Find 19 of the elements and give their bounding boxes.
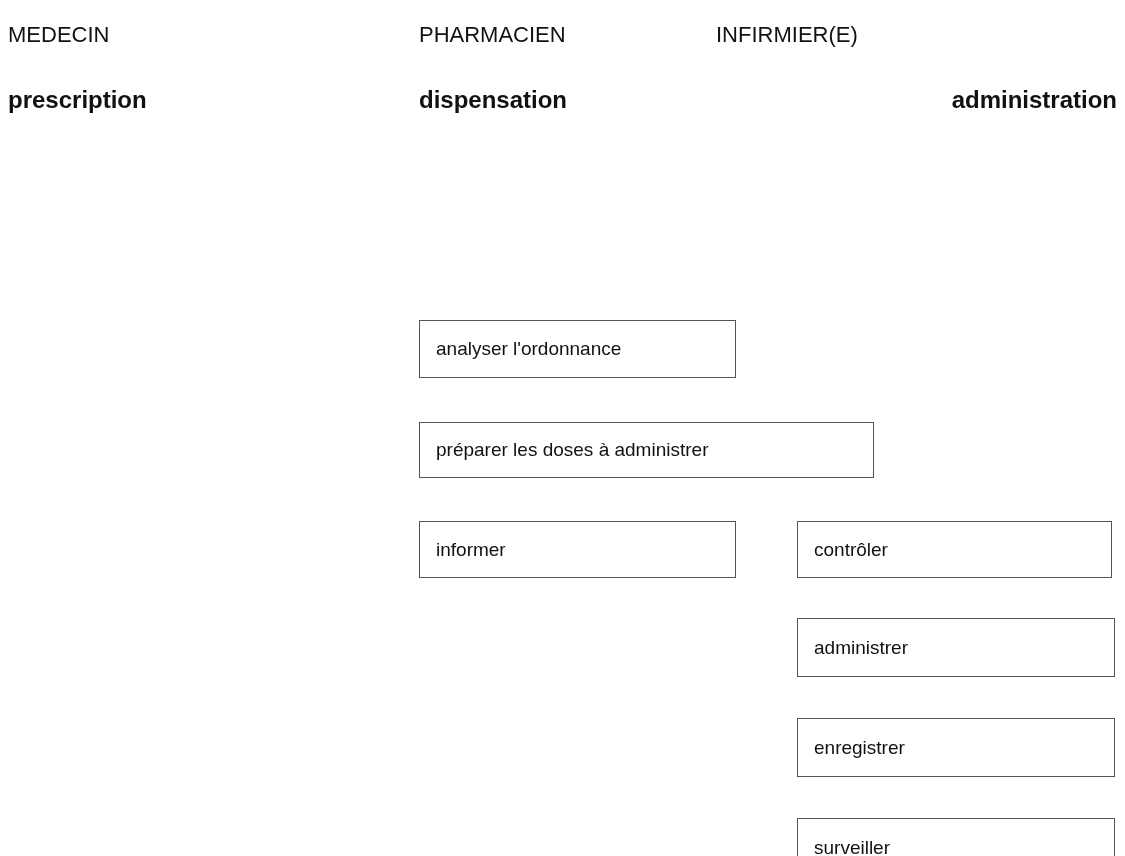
task-text: contrôler [814,538,888,561]
task-text: administrer [814,636,908,659]
task-box [797,618,1115,677]
task-text: surveiller [814,837,891,856]
step-heading: administration [951,86,1117,114]
task-box [419,422,874,478]
step-heading: prescription [8,86,147,114]
task-text: analyser l'ordonnance [436,338,622,360]
task-box [419,521,736,578]
step-heading: dispensation [419,86,568,114]
task-box [419,320,736,378]
task-text: informer [436,538,506,561]
role-heading: MEDECIN [8,22,110,48]
role-heading: PHARMACIEN [419,22,566,48]
task-text: enregistrer [814,736,905,759]
task-text: préparer les doses à administrer [436,439,709,461]
task-box [797,521,1112,578]
task-box [797,718,1115,777]
role-heading: INFIRMIER(E) [716,22,858,48]
